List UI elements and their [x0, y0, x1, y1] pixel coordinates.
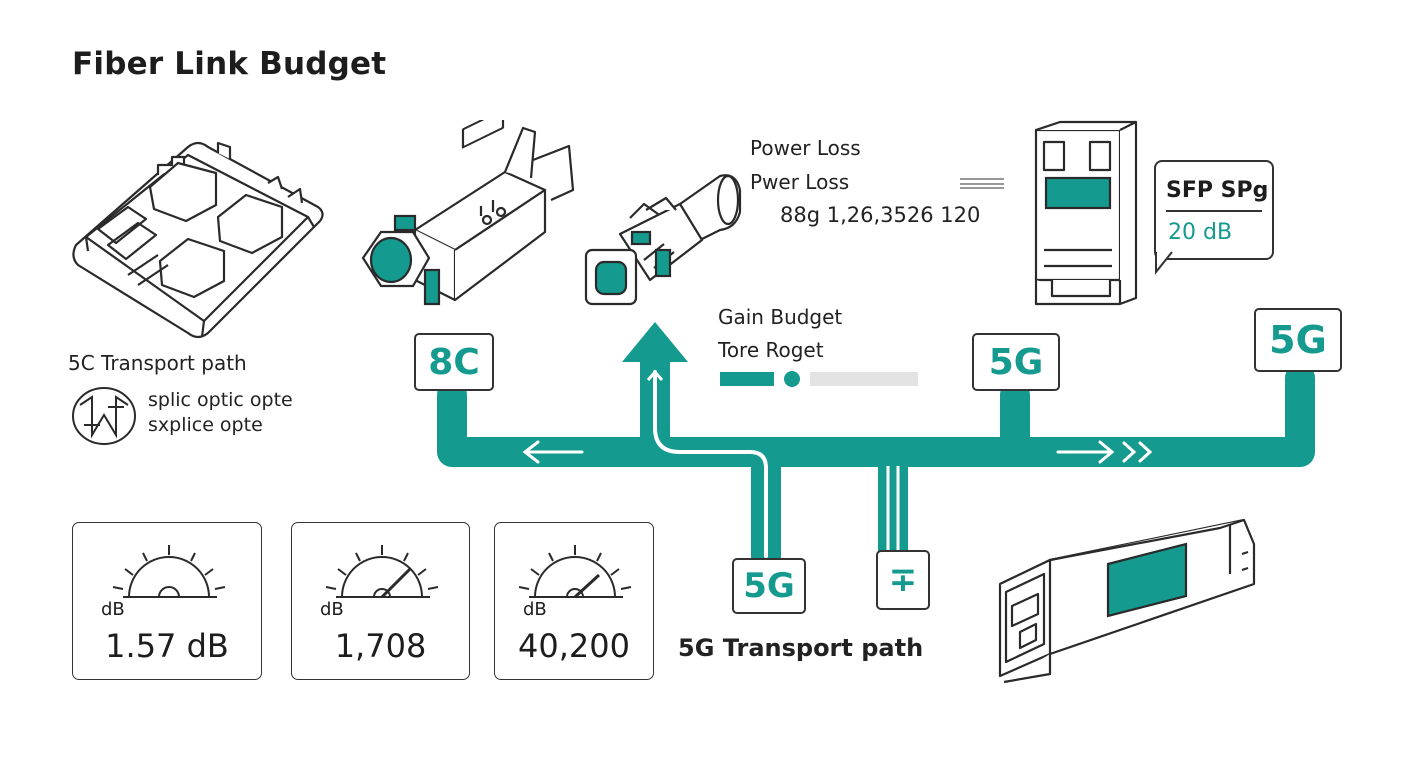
transceiver-icon	[998, 518, 1256, 684]
gain-budget-sublabel: Tore Roget	[718, 338, 824, 362]
lc-connector-icon	[584, 174, 742, 306]
callout-pointer	[1155, 250, 1173, 275]
sfp-module-icon	[1034, 120, 1138, 306]
meter-card: dB 1.57 dB	[72, 522, 262, 680]
power-values: 88g 1,26,3526 120	[780, 203, 981, 227]
up-arrow-icon	[622, 322, 688, 362]
meter-unit: dB	[101, 599, 125, 620]
dial-gauge-icon	[325, 545, 439, 599]
fiber-connector-icon	[361, 120, 575, 306]
dotted-scale-icon	[960, 178, 1004, 189]
meter-card: dB 40,200	[494, 522, 654, 680]
callout-divider	[1166, 210, 1262, 212]
tag-5g-right[interactable]: 5G	[1254, 308, 1342, 372]
dial-gauge-icon	[112, 545, 226, 598]
gain-slider[interactable]	[720, 370, 920, 388]
slider-thumb	[784, 371, 800, 387]
page-title: Fiber Link Budget	[72, 46, 387, 82]
sfp-callout: SFP SPg 20 dB	[1154, 160, 1274, 260]
gain-budget-label: Gain Budget	[718, 305, 843, 329]
splice-label-1: splic optic opte	[148, 389, 293, 411]
direction-arrows	[522, 440, 1153, 464]
meter-unit: dB	[320, 599, 344, 620]
tag-plusminus[interactable]: ∓	[876, 550, 930, 610]
tag-5g-bottom[interactable]: 5G	[732, 558, 806, 614]
tag-5g-mid[interactable]: 5G	[972, 333, 1060, 391]
transport-path-label: 5C Transport path	[68, 351, 247, 375]
power-loss-label-secondary: Pwer Loss	[750, 170, 850, 194]
splice-closure-icon	[72, 141, 324, 339]
meter-card: dB 1,708	[291, 522, 470, 680]
power-loss-label: Power Loss	[750, 136, 861, 160]
tag-8c[interactable]: 8C	[414, 333, 494, 391]
meter-value: 40,200	[518, 627, 630, 665]
transport-path-bottom-label: 5G Transport path	[678, 634, 924, 662]
dial-gauge-icon	[518, 545, 632, 599]
meter-value: 1,708	[334, 627, 427, 665]
meter-unit: dB	[523, 599, 547, 620]
meter-value: 1.57 dB	[105, 627, 229, 665]
splice-label-2: sxplice opte	[148, 414, 263, 436]
sfp-callout-value: 20 dB	[1168, 220, 1233, 245]
sfp-callout-title: SFP SPg	[1166, 178, 1269, 203]
splice-symbol-icon	[72, 387, 136, 445]
